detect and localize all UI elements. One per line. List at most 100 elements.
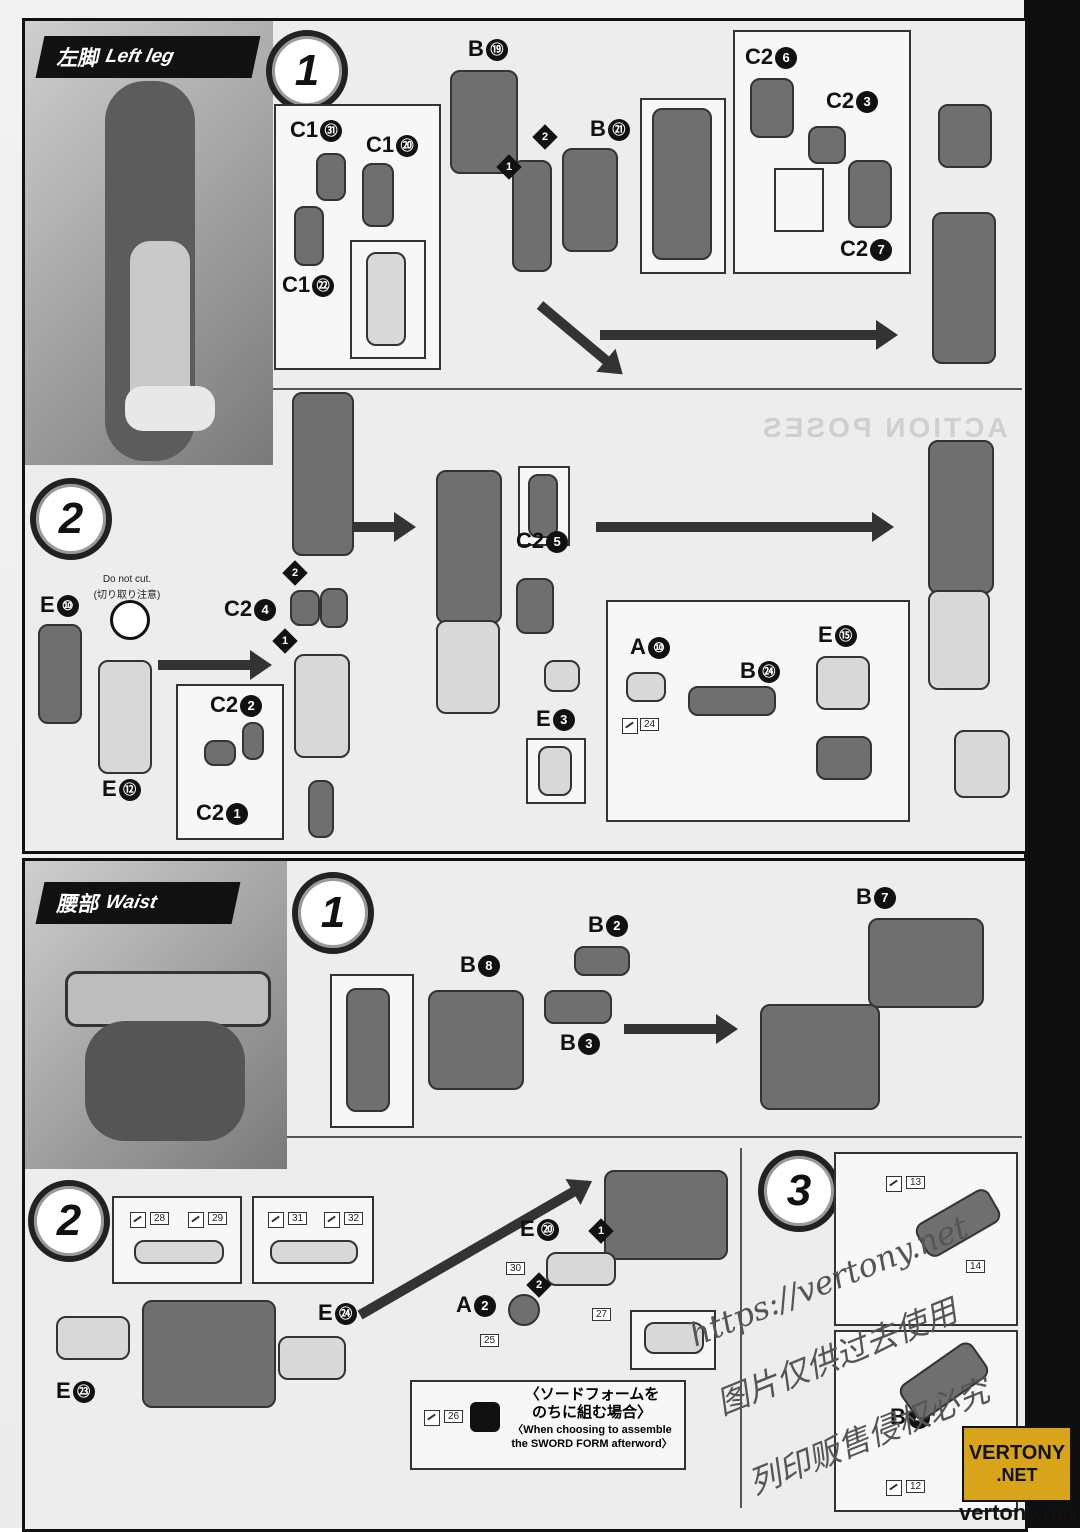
flow-arrow <box>600 320 898 350</box>
part-shape <box>366 252 406 346</box>
part-shape <box>134 1240 224 1264</box>
sword-form-note-box <box>410 1380 686 1470</box>
part-shape <box>574 946 630 976</box>
gate-number: 24 <box>640 718 660 731</box>
flow-arrow <box>624 1014 738 1044</box>
section-title-en: Left leg <box>103 46 176 67</box>
part-shape <box>362 163 394 227</box>
cut-marker-icon <box>268 1212 284 1228</box>
part-shape <box>242 722 264 760</box>
part-shape <box>750 78 794 138</box>
cut-marker-icon <box>424 1410 440 1426</box>
part-shape <box>528 474 558 538</box>
gate-number: 30 <box>506 1262 526 1275</box>
caution-text: Do not cut. <box>102 574 152 585</box>
vertony-url: vertony.net <box>959 1500 1076 1525</box>
part-shape <box>928 590 990 690</box>
part-shape <box>808 126 846 164</box>
part-shape <box>294 206 324 266</box>
part-shape <box>816 656 870 710</box>
part-shape <box>428 990 524 1090</box>
part-shape <box>652 108 712 260</box>
step-number-2: 2 <box>28 1180 110 1262</box>
part-shape <box>544 660 580 692</box>
left-leg-photo <box>25 21 273 465</box>
part-shape <box>436 470 502 624</box>
part-shape <box>932 212 996 364</box>
part-shape <box>626 672 666 702</box>
section-title-jp: 左脚 <box>55 46 103 70</box>
waist-banner: 腰部 Waist <box>35 882 241 924</box>
flow-arrow <box>352 512 416 542</box>
note-jp-line2: のちに組む場合〉 <box>531 1404 652 1421</box>
cut-marker-icon <box>188 1212 204 1228</box>
step-number-1: 1 <box>266 30 348 112</box>
part-shape <box>562 148 618 252</box>
step-divider <box>273 388 1022 390</box>
gate-number: 26 <box>444 1410 464 1423</box>
gate-number: 28 <box>150 1212 170 1225</box>
part-shape <box>816 736 872 780</box>
part-shape <box>346 988 390 1112</box>
part-shape <box>538 746 572 796</box>
step-number-1: 1 <box>292 872 374 954</box>
gate-number: 27 <box>592 1308 612 1321</box>
part-shape <box>436 620 500 714</box>
part-shape <box>142 1300 276 1408</box>
part-shape <box>508 1294 540 1326</box>
cut-marker-icon <box>886 1480 902 1496</box>
step-divider <box>740 1148 742 1508</box>
part-shape <box>938 104 992 168</box>
part-shape <box>604 1170 728 1260</box>
cut-marker-icon <box>886 1176 902 1192</box>
cut-marker-icon <box>130 1212 146 1228</box>
step-number-2: 2 <box>30 478 112 560</box>
sword-form-icon <box>470 1402 500 1432</box>
part-shape <box>868 918 984 1008</box>
gate-number: 14 <box>966 1260 986 1273</box>
ghost-text: ACTION POSES <box>760 412 1008 443</box>
part-shape <box>644 1322 704 1354</box>
gate-number: 29 <box>208 1212 228 1225</box>
flow-arrow <box>596 512 894 542</box>
detail-box <box>774 168 824 232</box>
note-en-line1: 〈When choosing to assemble <box>512 1424 672 1436</box>
part-shape <box>512 160 552 272</box>
part-shape <box>294 654 350 758</box>
part-shape <box>292 392 354 556</box>
part-shape <box>320 588 348 628</box>
section-title-en: Waist <box>103 892 159 913</box>
part-shape <box>316 153 346 201</box>
part-shape <box>760 1004 880 1110</box>
part-shape <box>308 780 334 838</box>
part-shape <box>56 1316 130 1360</box>
caution-text-jp: (切り取り注意) <box>93 590 161 601</box>
gate-number: 12 <box>906 1480 926 1493</box>
part-shape <box>544 990 612 1024</box>
part-shape <box>928 440 994 594</box>
flow-arrow <box>158 650 272 680</box>
step-divider <box>287 1136 1022 1138</box>
